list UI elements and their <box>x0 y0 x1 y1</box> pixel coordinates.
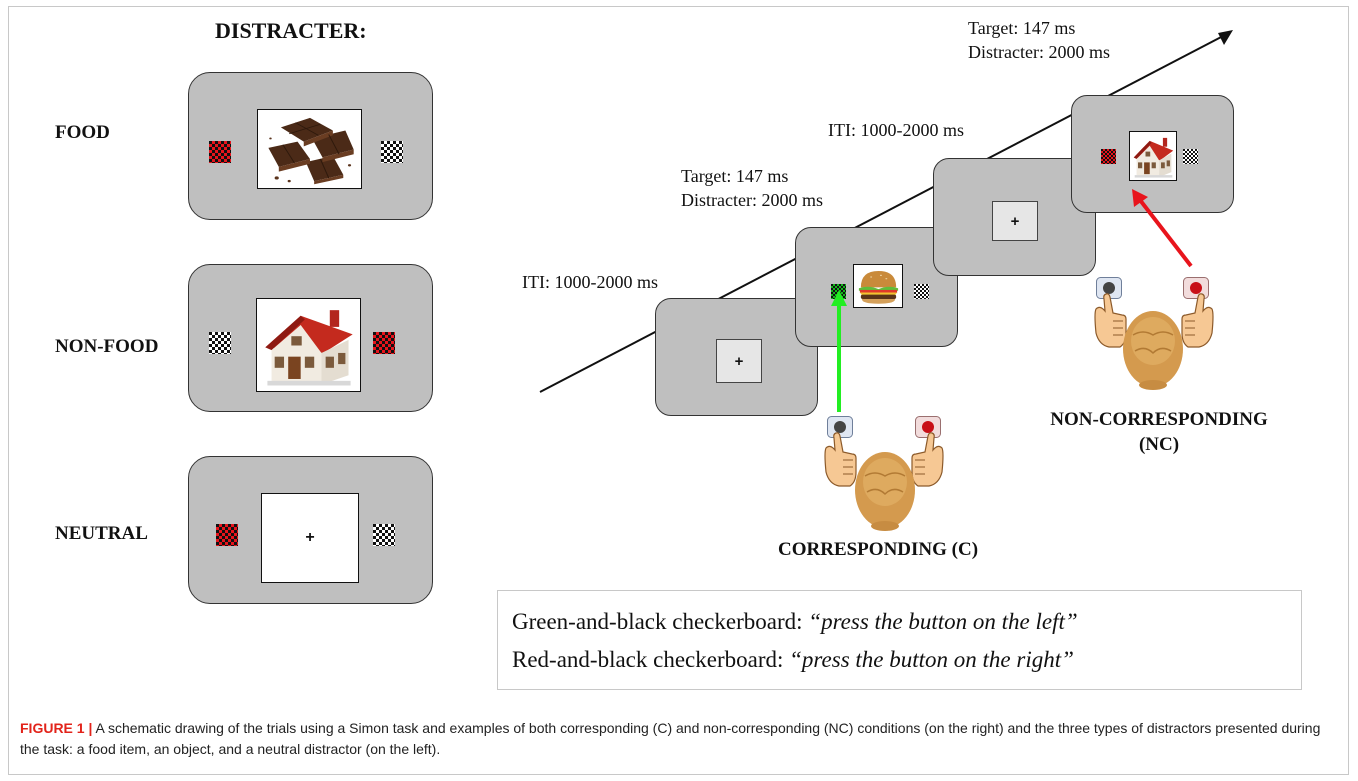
panel-food <box>188 72 433 220</box>
fixation-cross: + <box>734 352 744 370</box>
house-image <box>256 298 361 392</box>
screen-target-non-corresponding <box>1071 95 1234 213</box>
left-hand-icon <box>824 432 857 487</box>
fixation-box: + <box>992 201 1038 241</box>
right-hand-icon <box>1181 293 1214 348</box>
label-distracter-1: Distracter: 2000 ms <box>681 190 823 210</box>
figure-caption: FIGURE 1 | A schematic drawing of the tr… <box>20 718 1338 760</box>
white-checkerboard <box>914 284 929 299</box>
panel-neutral: + <box>188 456 433 604</box>
house-image <box>1129 131 1177 181</box>
caption-text: A schematic drawing of the trials using … <box>20 720 1321 757</box>
caption-label: FIGURE 1 | <box>20 720 93 736</box>
head-icon <box>1122 310 1184 391</box>
label-iti-2: ITI: 1000-2000 ms <box>828 120 964 140</box>
distracter-heading: DISTRACTER: <box>215 18 367 43</box>
label-iti-1: ITI: 1000-2000 ms <box>522 272 658 292</box>
red-checkerboard <box>373 332 395 354</box>
fixation-cross: + <box>305 529 315 546</box>
legend-green-prefix: Green-and-black checkerboard: <box>512 609 809 634</box>
label-target-2: Target: 147 ms <box>968 18 1076 38</box>
label-corresponding: CORRESPONDING (C) <box>778 539 979 560</box>
fixation-box: + <box>716 339 762 383</box>
legend-red-instruction: “press the button on the right” <box>789 647 1074 672</box>
legend-red-prefix: Red-and-black checkerboard: <box>512 647 790 672</box>
label-non-corresponding-line2: (NC) <box>1138 434 1180 455</box>
row-label-non-food: NON-FOOD <box>55 336 159 357</box>
neutral-fixation-box: + <box>261 493 359 583</box>
legend-green-line: Green-and-black checkerboard: “press the… <box>512 603 1301 641</box>
screen-target-corresponding <box>795 227 958 347</box>
chocolate-image <box>257 109 362 189</box>
fixation-cross: + <box>1010 212 1020 230</box>
right-button-icon <box>1183 277 1209 299</box>
legend-red-line: Red-and-black checkerboard: “press the b… <box>512 641 1301 679</box>
right-hand-icon <box>911 432 944 487</box>
screen-fixation-1: + <box>655 298 818 416</box>
right-button-icon <box>915 416 941 438</box>
legend-green-instruction: “press the button on the left” <box>808 609 1078 634</box>
burger-image <box>853 264 903 308</box>
head-icon <box>854 451 916 532</box>
figure-frame <box>8 6 1349 775</box>
label-non-corresponding-line1: NON-CORRESPONDING <box>1050 409 1268 430</box>
red-checkerboard <box>216 524 238 546</box>
red-checkerboard <box>209 141 231 163</box>
row-label-neutral: NEUTRAL <box>55 523 148 544</box>
instruction-legend: Green-and-black checkerboard: “press the… <box>497 590 1302 690</box>
white-checkerboard <box>209 332 231 354</box>
label-distracter-2: Distracter: 2000 ms <box>968 42 1110 62</box>
screen-fixation-2: + <box>933 158 1096 276</box>
white-checkerboard <box>1183 149 1198 164</box>
label-target-1: Target: 147 ms <box>681 166 789 186</box>
row-label-food: FOOD <box>55 122 110 143</box>
panel-non-food <box>188 264 433 412</box>
label-non-corresponding: NON-CORRESPONDING (NC) <box>1030 407 1288 457</box>
white-checkerboard <box>373 524 395 546</box>
white-checkerboard <box>381 141 403 163</box>
red-checkerboard <box>1101 149 1116 164</box>
